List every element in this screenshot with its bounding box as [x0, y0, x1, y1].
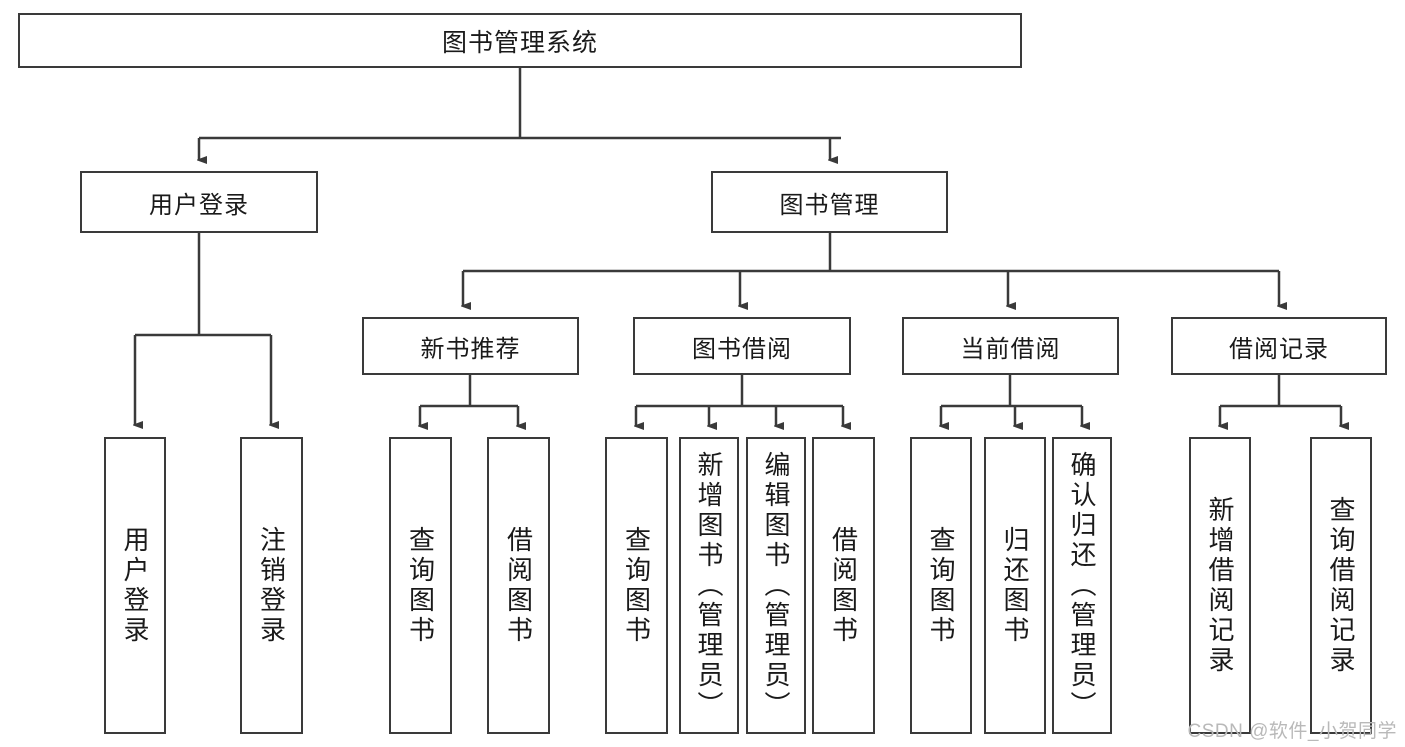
node-leaf-query-book-new[interactable]: 查询图书 [389, 437, 452, 734]
node-label: 新增图书（管理员） [694, 450, 724, 721]
node-label: 新增借阅记录 [1205, 495, 1235, 676]
node-label: 归还图书 [1000, 525, 1030, 646]
node-book-management[interactable]: 图书管理 [711, 171, 948, 233]
node-leaf-borrow-book[interactable]: 借阅图书 [812, 437, 875, 734]
node-label: 用户登录 [149, 191, 249, 219]
node-label: 查询图书 [926, 525, 956, 646]
node-label: 图书管理 [779, 191, 880, 219]
node-leaf-add-borrow-record[interactable]: 新增借阅记录 [1189, 437, 1251, 734]
node-leaf-logout[interactable]: 注销登录 [240, 437, 303, 734]
node-leaf-add-book-admin[interactable]: 新增图书（管理员） [679, 437, 739, 734]
node-leaf-query-book[interactable]: 查询图书 [605, 437, 668, 734]
node-label: 查询借阅记录 [1326, 495, 1356, 676]
watermark-text: CSDN @软件_小贺同学 [1187, 721, 1397, 742]
node-root-system[interactable]: 图书管理系统 [18, 13, 1022, 68]
node-label: 查询图书 [621, 525, 652, 646]
node-label: 新书推荐 [420, 335, 521, 363]
node-label: 借阅图书 [828, 525, 859, 646]
node-label: 图书管理系统 [441, 28, 598, 57]
node-label: 图书借阅 [692, 335, 792, 363]
node-label: 用户登录 [120, 525, 150, 646]
node-leaf-query-book-current[interactable]: 查询图书 [910, 437, 972, 734]
node-new-book-recommend[interactable]: 新书推荐 [362, 317, 579, 375]
node-book-borrow[interactable]: 图书借阅 [633, 317, 851, 375]
node-borrow-record[interactable]: 借阅记录 [1171, 317, 1387, 375]
node-leaf-borrow-book-new[interactable]: 借阅图书 [487, 437, 550, 734]
node-label: 借阅图书 [503, 525, 534, 646]
node-leaf-query-borrow-record[interactable]: 查询借阅记录 [1310, 437, 1372, 734]
node-label: 查询图书 [405, 525, 436, 646]
node-label: 确认归还（管理员） [1067, 450, 1097, 721]
node-label: 编辑图书（管理员） [761, 450, 791, 721]
node-leaf-confirm-return-admin[interactable]: 确认归还（管理员） [1052, 437, 1112, 734]
node-label: 当前借阅 [960, 335, 1061, 363]
node-leaf-user-login[interactable]: 用户登录 [104, 437, 166, 734]
node-label: 注销登录 [256, 525, 287, 646]
node-current-borrow[interactable]: 当前借阅 [902, 317, 1119, 375]
node-leaf-return-book[interactable]: 归还图书 [984, 437, 1046, 734]
node-label: 借阅记录 [1229, 335, 1329, 363]
node-user-login[interactable]: 用户登录 [80, 171, 318, 233]
node-leaf-edit-book-admin[interactable]: 编辑图书（管理员） [746, 437, 806, 734]
